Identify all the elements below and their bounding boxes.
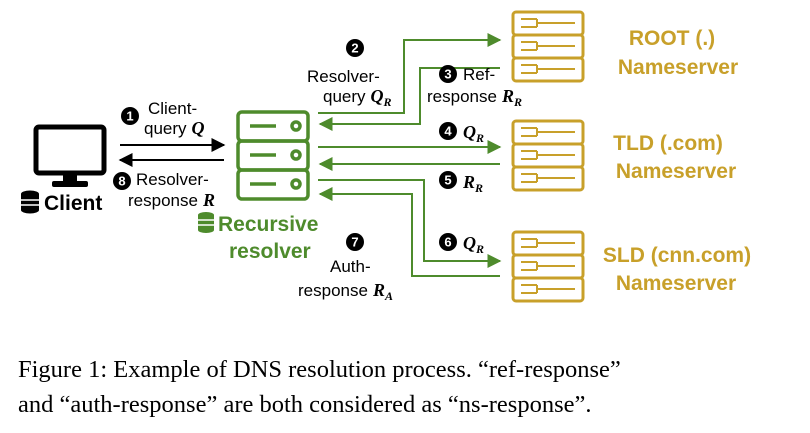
root-server-icon (511, 10, 585, 83)
step3-label-line1: Ref- (463, 65, 495, 84)
step-badge-3: 3 (439, 65, 457, 83)
root-label-line2: Nameserver (618, 56, 738, 79)
svg-text:8: 8 (118, 174, 125, 189)
sld-label-line1: SLD (cnn.com) (603, 244, 751, 267)
caption-line1: Figure 1: Example of DNS resolution proc… (18, 356, 621, 383)
sld-label-line2: Nameserver (616, 272, 736, 295)
resolver-server-icon (236, 110, 310, 201)
client-database-icon (21, 190, 39, 214)
server-unit (511, 276, 585, 303)
step-badge-4: 4 (439, 122, 457, 140)
dns-diagram: Client Recursive resolver ROOT (.) Names… (21, 10, 751, 303)
step-badge-1: 1 (121, 107, 139, 125)
server-unit (511, 165, 585, 192)
step-badge-6: 6 (439, 233, 457, 251)
step7-label-line1: Auth- (330, 257, 371, 276)
tld-label-line1: TLD (.com) (613, 132, 723, 155)
sld-server-icon (511, 230, 585, 303)
client-label: Client (44, 192, 102, 215)
resolver-database-icon (198, 212, 214, 233)
resolver-label-line1: Recursive (218, 213, 318, 236)
root-response-arrow (318, 67, 500, 131)
step1-label-line1: Client- (148, 99, 197, 118)
step2-label-line1: Resolver- (307, 67, 380, 86)
step-badge-2: 2 (346, 39, 364, 57)
step-badge-5: 5 (439, 171, 457, 189)
step4-label: QR (463, 122, 484, 145)
step-badge-7: 7 (346, 233, 364, 251)
sld-query-arrow (318, 179, 502, 268)
svg-text:5: 5 (444, 173, 451, 188)
step-badge-8: 8 (113, 172, 131, 190)
tld-label-line2: Nameserver (616, 160, 736, 183)
svg-text:6: 6 (444, 235, 451, 250)
svg-text:4: 4 (444, 124, 452, 139)
svg-text:7: 7 (351, 235, 358, 250)
step8-label-line1: Resolver- (136, 170, 209, 189)
step5-label: RR (462, 172, 483, 195)
svg-text:3: 3 (444, 67, 451, 82)
caption-line2: and “auth-response” are both considered … (18, 391, 592, 418)
svg-text:2: 2 (351, 41, 358, 56)
root-query-arrow (318, 33, 502, 114)
step-badges: 1 2 3 4 5 6 7 8 (113, 39, 457, 251)
step6-label: QR (463, 233, 484, 256)
figure-caption: Figure 1: Example of DNS resolution proc… (18, 352, 798, 422)
monitor-icon (33, 124, 107, 187)
tld-server-icon (511, 119, 585, 192)
server-unit (511, 56, 585, 83)
sld-response-arrow (318, 187, 500, 277)
root-label-line1: ROOT (.) (629, 27, 715, 50)
svg-text:1: 1 (126, 109, 133, 124)
resolver-label-line2: resolver (229, 240, 311, 263)
